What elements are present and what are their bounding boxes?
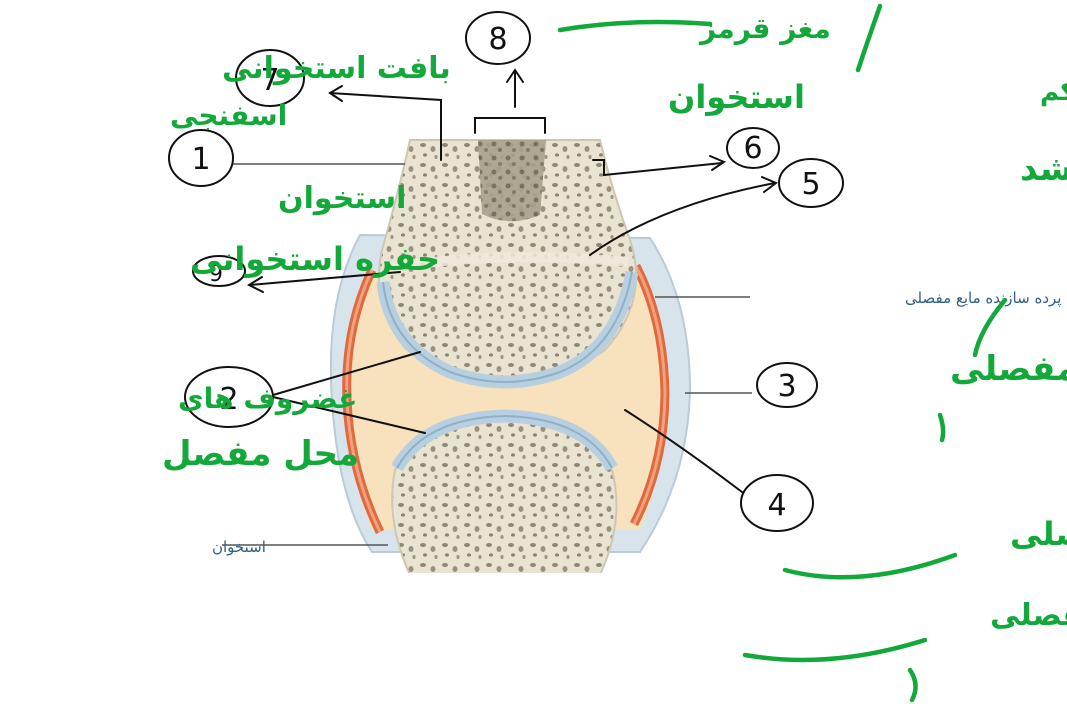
svg-text:بافت استخوانی: بافت استخوانی [222,51,451,86]
marker-1: 1 [169,130,233,186]
svg-text:6: 6 [743,131,762,166]
svg-text:مغز قرمز: مغز قرمز [698,12,831,45]
svg-text:حفره استخوانی: حفره استخوانی [190,240,440,278]
marker-3: 3 [757,363,817,407]
svg-text:استخوان: استخوان [668,78,805,116]
svg-text:بافت استخوانی متراکم: بافت استخوانی متراکم [1040,77,1067,107]
svg-text:اسفنجی: اسفنجی [170,99,287,132]
svg-text:صفحه رشد: صفحه رشد [1020,149,1067,189]
marker-6: 6 [727,128,779,168]
svg-text:1: 1 [191,142,210,177]
svg-text:8: 8 [488,22,507,57]
red-marrow [478,140,546,221]
marker-5: 5 [779,159,843,207]
svg-text:3: 3 [777,369,796,404]
svg-text:5: 5 [801,167,820,202]
svg-text:استخوان: استخوان [278,181,406,216]
svg-text:حاوی مایع مفصلی: حاوی مایع مفصلی [990,598,1067,633]
label-bone: استخوان [212,538,266,556]
marker-8: 8 [466,12,530,64]
svg-text:غضروف های: غضروف های [178,382,357,415]
marker-4: 4 [741,475,813,531]
svg-text:4: 4 [767,488,786,523]
label-synovial-membrane: پرده سازنده مایع مفصلی [905,289,1061,308]
svg-text:محل مفصل: محل مفصل [162,434,359,474]
svg-text:حفره مفصلی: حفره مفصلی [1010,515,1067,553]
svg-text:کپسول مفصلی: کپسول مفصلی [950,349,1067,389]
